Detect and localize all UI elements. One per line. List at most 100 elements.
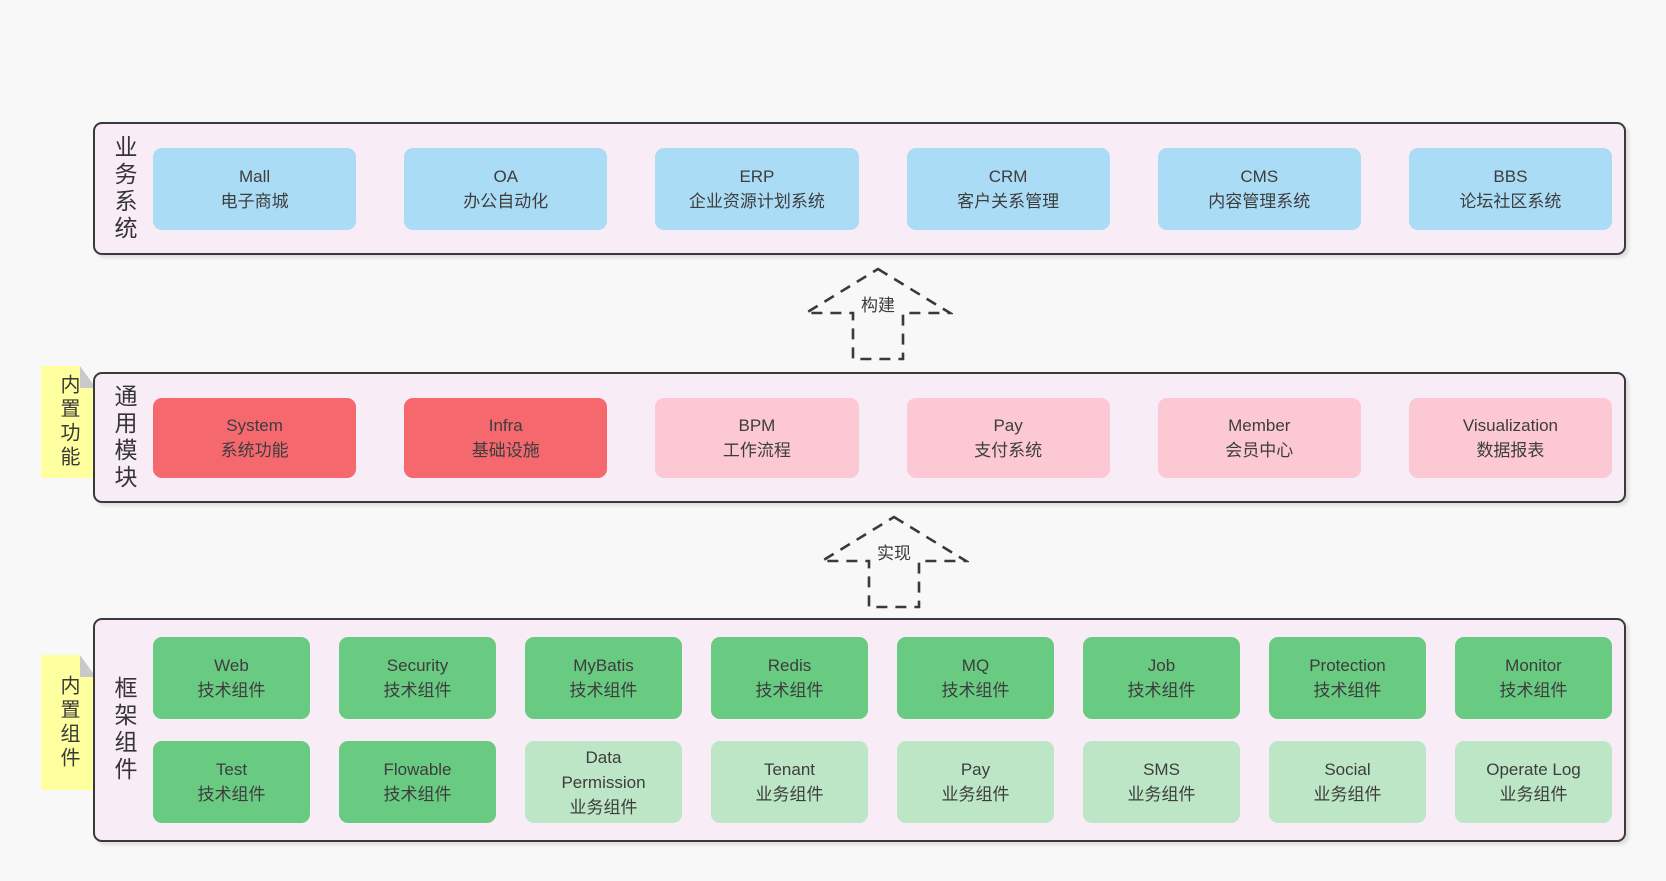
job-box: Job 技术组件: [1083, 637, 1240, 719]
component-subtitle: 基础设施: [471, 440, 540, 460]
redis-box: Redis 技术组件: [711, 637, 868, 719]
component-subtitle: 技术组件: [1499, 681, 1568, 700]
component-name: Web: [214, 656, 249, 675]
component-subtitle: 支付系统: [974, 440, 1043, 460]
component-name: ERP: [739, 166, 775, 186]
band-label-business-systems: 业务系统: [95, 124, 153, 253]
common-modules-boxes: System 系统功能 Infra 基础设施 BPM 工作流程 Pay 支付系统 Member 会…: [153, 374, 1624, 501]
protection-box: Protection 技术组件: [1269, 637, 1426, 719]
component-name: Flowable: [383, 760, 452, 779]
system-box: System 系统功能: [153, 397, 357, 478]
sticky-note-built-in-components: 内置组件: [41, 655, 96, 790]
component-subtitle: 技术组件: [197, 785, 266, 804]
component-name: Protection: [1309, 656, 1386, 675]
pay-box: Pay 支付系统: [906, 397, 1110, 478]
component-name: Infra: [488, 415, 523, 435]
visualization-box: Visualization 数据报表: [1408, 397, 1613, 478]
oa-box: OA 办公自动化: [404, 147, 608, 230]
component-name: CMS: [1240, 166, 1279, 186]
component-name: System: [226, 415, 283, 435]
component-name: Pay: [960, 760, 991, 779]
band-label-framework-components: 框架组件: [95, 620, 153, 840]
operate-log-box: Operate Log 业务组件: [1455, 741, 1612, 823]
test-box: Test 技术组件: [153, 741, 310, 823]
band-label-text: 框架组件: [111, 676, 137, 784]
component-subtitle: 技术组件: [383, 785, 452, 804]
component-subtitle: 技术组件: [755, 681, 824, 700]
component-name: Tenant: [763, 760, 816, 779]
component-subtitle: 技术组件: [197, 681, 266, 700]
component-name: Member: [1228, 415, 1291, 435]
sms-box: SMS 业务组件: [1083, 741, 1240, 823]
monitor-box: Monitor 技术组件: [1455, 637, 1612, 719]
social-box: Social 业务组件: [1269, 741, 1426, 823]
erp-box: ERP 企业资源计划系统: [655, 147, 859, 230]
component-subtitle: 技术组件: [1313, 681, 1382, 700]
band-label-text: 业务系统: [111, 134, 137, 243]
component-subtitle: 技术组件: [569, 681, 638, 700]
tenant-box: Tenant 业务组件: [711, 741, 868, 823]
component-subtitle: 会员中心: [1225, 440, 1294, 460]
member-box: Member 会员中心: [1157, 397, 1361, 478]
crm-box: CRM 客户关系管理: [906, 147, 1110, 230]
component-name: MyBatis: [573, 656, 634, 675]
component-name: BPM: [738, 415, 776, 435]
component-name: BBS: [1493, 166, 1528, 186]
band-label-text: 通用模块: [111, 383, 137, 492]
component-row: System 系统功能 Infra 基础设施 BPM 工作流程 Pay 支付系统 Member 会…: [153, 397, 1613, 478]
component-subtitle: 业务组件: [1499, 785, 1568, 804]
component-subtitle: 数据报表: [1476, 440, 1545, 460]
band-common-modules: 通用模块 System 系统功能 Infra 基础设施 BPM 工作流程 Pay 支付系统 Me…: [93, 372, 1626, 503]
component-subtitle: 企业资源计划系统: [688, 191, 825, 211]
sticky-note-label: 内置功能: [57, 374, 79, 470]
component-subtitle: 技术组件: [941, 681, 1010, 700]
component-subtitle: 客户关系管理: [957, 191, 1060, 211]
component-subtitle: 办公自动化: [463, 191, 549, 211]
build-arrow: 构建: [803, 266, 953, 362]
component-name: CRM: [988, 166, 1028, 186]
component-name: Test: [215, 760, 248, 779]
flowable-box: Flowable 技术组件: [339, 741, 496, 823]
component-name: Monitor: [1505, 656, 1562, 675]
component-subtitle: 技术组件: [383, 681, 452, 700]
web-box: Web 技术组件: [153, 637, 310, 719]
sticky-note-built-in-functions: 内置功能: [41, 366, 96, 478]
component-subtitle: 论坛社区系统: [1459, 191, 1562, 211]
component-subtitle: 系统功能: [220, 440, 289, 460]
component-subtitle: 工作流程: [722, 440, 791, 460]
component-name: Job: [1147, 656, 1176, 675]
bbs-box: BBS 论坛社区系统: [1408, 147, 1613, 230]
build-arrow-label: 构建: [858, 291, 898, 316]
component-subtitle: 业务组件: [941, 785, 1010, 804]
component-subtitle: 业务组件: [755, 785, 824, 804]
component-name: Social: [1324, 760, 1371, 779]
component-name: Data Permission: [561, 747, 646, 792]
component-name: Operate Log: [1486, 760, 1581, 779]
band-label-common-modules: 通用模块: [95, 374, 153, 501]
component-name: SMS: [1143, 760, 1180, 779]
component-name: Mall: [239, 166, 271, 186]
implement-arrow: 实现: [819, 514, 969, 610]
implement-arrow-label: 实现: [874, 539, 914, 564]
component-name: Security: [386, 656, 449, 675]
component-name: Visualization: [1462, 415, 1559, 435]
component-name: Redis: [767, 656, 812, 675]
component-subtitle: 业务组件: [1127, 785, 1196, 804]
component-subtitle: 业务组件: [1313, 785, 1382, 804]
component-name: OA: [493, 166, 519, 186]
security-box: Security 技术组件: [339, 637, 496, 719]
component-subtitle: 技术组件: [1127, 681, 1196, 700]
component-name: Pay: [993, 415, 1023, 435]
